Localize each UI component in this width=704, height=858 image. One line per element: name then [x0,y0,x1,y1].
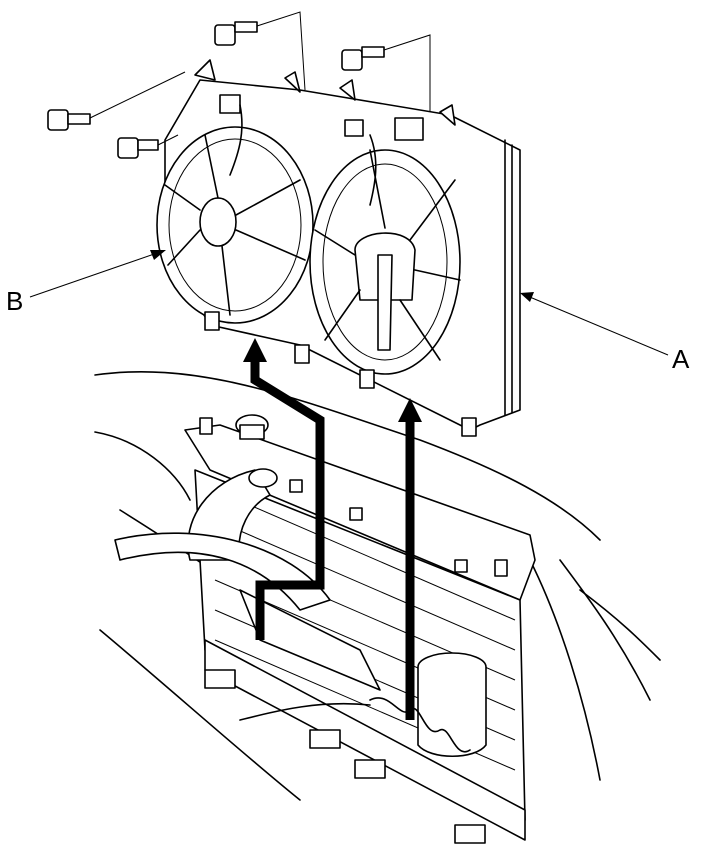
callout-a-label: A [672,344,690,374]
radiator-assembly [94,370,661,844]
fan-shroud-assembly [156,59,521,437]
mounting-bolts [47,11,431,159]
callout-leaders [29,250,669,356]
bolt-3 [214,21,258,46]
bolt-2 [117,137,159,159]
callout-b-label: B [6,286,23,316]
removal-arrows [243,338,422,720]
bolt-1 [47,109,91,131]
arrow-right-fan-out [398,398,422,720]
arrow-left-fan-out [243,338,325,640]
bolt-4 [341,46,385,71]
